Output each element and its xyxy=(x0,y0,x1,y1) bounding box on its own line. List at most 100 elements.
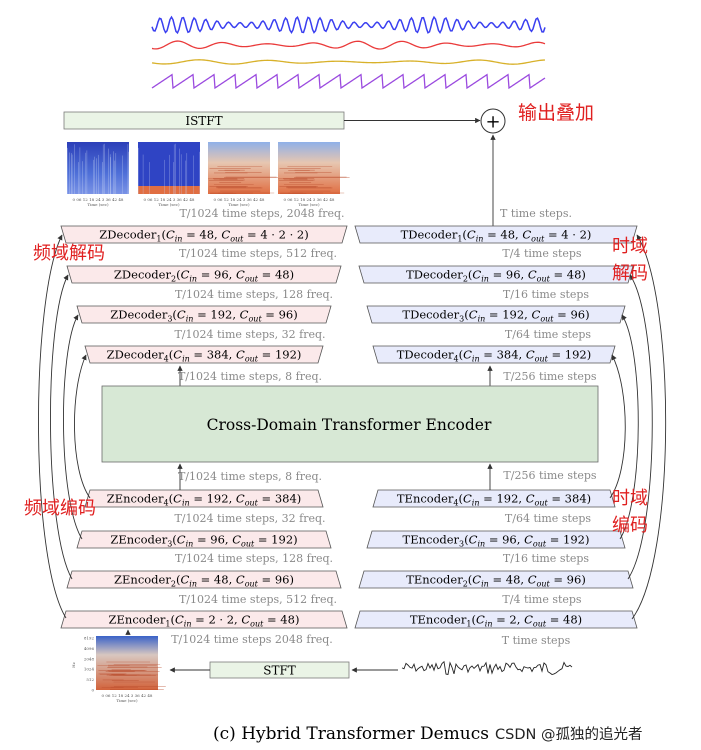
time-encoder-resolution-label: T/64 time steps xyxy=(505,512,592,525)
input-spectrogram-ylabel: Hz xyxy=(71,662,76,668)
time-decoder-resolution-label: T/16 time steps xyxy=(503,288,590,301)
annotation-freq-decode: 频域解码 xyxy=(33,243,105,264)
input-spectrogram-ytick: 2048 xyxy=(84,656,95,661)
annotation-freq-encode: 频域编码 xyxy=(24,498,96,519)
input-spectrogram-ytick: 4096 xyxy=(84,646,95,651)
annotation-output-add: 输出叠加 xyxy=(518,102,594,124)
spectrogram-4-xlabel: Time (sec) xyxy=(298,202,320,207)
time-skip-2 xyxy=(627,274,653,580)
input-spectrogram-ytick: 8192 xyxy=(84,636,95,641)
annotation-time-decode-line1: 时域 xyxy=(612,236,648,257)
waveform-yellow xyxy=(151,59,546,65)
tdecoder-2 xyxy=(358,265,634,284)
freq-skip-1 xyxy=(38,234,67,619)
spectrogram-2: 0 06 12 18 24 3 36 42 48 Time (sec) xyxy=(138,142,200,207)
tdecoder-1-label: TDecoder1(Cin = 48, Cout = 4 · 2) xyxy=(401,228,592,244)
tdecoder-3 xyxy=(366,305,626,324)
freq-skip-2 xyxy=(50,274,73,580)
tencoder-4-label: TEncoder4(Cin = 192, Cout = 384) xyxy=(397,492,591,508)
time-decoder-resolution-label: T time steps. xyxy=(500,207,572,220)
freq-decoder-resolution-label: T/1024 time steps, 2048 freq. xyxy=(179,207,344,220)
tencoder-4 xyxy=(372,489,616,508)
zdecoder-1 xyxy=(60,225,348,244)
spectrogram-3: 0 06 12 18 24 3 36 42 48 Time (sec) xyxy=(208,142,280,207)
spectrogram-1: 0 06 12 18 24 3 36 42 48 Time (sec) xyxy=(67,142,129,207)
freq-encoder-resolution-label: T/1024 time steps, 8 freq. xyxy=(178,470,322,483)
freq-decoder-resolution-label: T/1024 time steps, 512 freq. xyxy=(179,247,337,260)
waveform-red xyxy=(151,40,546,50)
freq-encoder-resolution-label: T/1024 time steps, 128 freq. xyxy=(175,552,333,565)
input-spectrogram-ytick: 512 xyxy=(86,677,94,682)
tencoder-3-label: TEncoder3(Cin = 96, Cout = 192) xyxy=(403,533,590,549)
tdecoder-2-label: TDecoder2(Cin = 96, Cout = 48) xyxy=(406,268,586,284)
spectrogram-1-ticks: 0 06 12 18 24 3 36 42 48 xyxy=(73,197,124,202)
freq-decoder-resolution-label: T/1024 time steps, 128 freq. xyxy=(175,288,333,301)
input-spectrogram-ytick: 1024 xyxy=(84,667,95,672)
zencoder-1 xyxy=(60,610,348,629)
freq-encoder-resolution-label: T/1024 time steps, 512 freq. xyxy=(179,593,337,606)
tencoder-1-label: TEncoder1(Cin = 2, Cout = 48) xyxy=(410,613,582,629)
freq-decoder-resolution-label: T/1024 time steps, 32 freq. xyxy=(174,328,325,341)
sum-node xyxy=(480,108,506,134)
resolution-labels: T/1024 time steps, 2048 freq. T/1024 time… xyxy=(171,207,597,647)
zdecoder-3-label: ZDecoder3(Cin = 192, Cout = 96) xyxy=(110,308,297,324)
time-decoder-resolution-label: T/4 time steps xyxy=(502,247,582,260)
encoder-stack: ZEncoder4(Cin = 192, Cout = 384) ZEncoder… xyxy=(60,489,638,629)
tdecoder-4-label: TDecoder4(Cin = 384, Cout = 192) xyxy=(397,348,591,364)
time-decoder-resolution-label: T/64 time steps xyxy=(505,328,592,341)
zdecoder-1-label: ZDecoder1(Cin = 48, Cout = 4 · 2 · 2) xyxy=(99,228,308,244)
output-waveforms xyxy=(151,15,546,90)
input-spectrogram-ytick: 0 xyxy=(91,688,94,693)
time-skip-4 xyxy=(609,354,626,499)
input-waveform xyxy=(401,660,573,676)
skip-connections xyxy=(38,234,667,635)
zencoder-2-label: ZEncoder2(Cin = 48, Cout = 96) xyxy=(114,573,294,589)
freq-skip-3 xyxy=(63,314,83,540)
annotation-time-encode-line2: 编码 xyxy=(612,515,648,536)
cross-domain-transformer-label: Cross-Domain Transformer Encoder xyxy=(207,416,492,434)
spectrogram-4: 0 06 12 18 24 3 36 42 48 Time (sec) xyxy=(278,142,350,207)
zdecoder-2-label: ZDecoder2(Cin = 96, Cout = 48) xyxy=(114,268,294,284)
time-skip-1 xyxy=(631,234,667,620)
istft-label: ISTFT xyxy=(185,114,222,128)
waveform-blue xyxy=(151,15,546,35)
time-encoder-resolution-label: T/256 time steps xyxy=(503,469,597,482)
zdecoder-4-label: ZDecoder4(Cin = 384, Cout = 192) xyxy=(107,348,302,364)
zencoder-4 xyxy=(84,489,324,508)
annotation-time-decode-line2: 解码 xyxy=(612,263,648,284)
tencoder-2 xyxy=(358,570,634,589)
zencoder-3-label: ZEncoder3(Cin = 96, Cout = 192) xyxy=(110,533,297,549)
watermark: CSDN @孤独的追光者 xyxy=(495,726,642,743)
zencoder-4-label: ZEncoder4(Cin = 192, Cout = 384) xyxy=(107,492,302,508)
decoder-stack: ZDecoder1(Cin = 48, Cout = 4 · 2 · 2) ZDe… xyxy=(60,225,638,364)
input-spectrogram-ticks: 0 06 12 18 24 3 36 42 48 xyxy=(102,693,153,698)
flow-arrows xyxy=(177,365,493,490)
freq-decoder-resolution-label: T/1024 time steps, 8 freq. xyxy=(178,370,322,383)
spectrogram-3-xlabel: Time (sec) xyxy=(228,202,250,207)
spectrogram-4-ticks: 0 06 12 18 24 3 36 42 48 xyxy=(284,197,335,202)
zdecoder-3 xyxy=(76,305,332,324)
annotation-time-encode-line1: 时域 xyxy=(612,488,648,509)
freq-encoder-resolution-label: T/1024 time steps, 32 freq. xyxy=(174,512,325,525)
zdecoder-4 xyxy=(84,345,324,364)
spectrogram-1-xlabel: Time (sec) xyxy=(87,202,109,207)
time-encoder-resolution-label: T/4 time steps xyxy=(502,593,582,606)
time-skip-3 xyxy=(619,314,639,540)
input-spectrogram: 8192 4096 2048 1024 512 0 Hz 0 06 12 18 24 3 … xyxy=(71,636,166,703)
time-encoder-resolution-label: T/16 time steps xyxy=(503,552,590,565)
zencoder-2 xyxy=(66,570,342,589)
cross-domain-transformer-box xyxy=(101,385,599,463)
figure-caption: (c) Hybrid Transformer Demucs xyxy=(213,724,489,744)
input-spectrogram-xlabel: Time (sec) xyxy=(116,698,138,703)
tencoder-2-label: TEncoder2(Cin = 48, Cout = 96) xyxy=(406,573,586,589)
spectrogram-3-ticks: 0 06 12 18 24 3 36 42 48 xyxy=(214,197,265,202)
time-encoder-resolution-label: T time steps xyxy=(502,634,571,647)
tencoder-1 xyxy=(354,610,638,629)
tencoder-3 xyxy=(366,530,626,549)
freq-skip-4 xyxy=(74,354,91,499)
zencoder-3 xyxy=(76,530,332,549)
freq-encoder-resolution-label: T/1024 time steps 2048 freq. xyxy=(171,633,333,646)
zdecoder-2 xyxy=(66,265,342,284)
